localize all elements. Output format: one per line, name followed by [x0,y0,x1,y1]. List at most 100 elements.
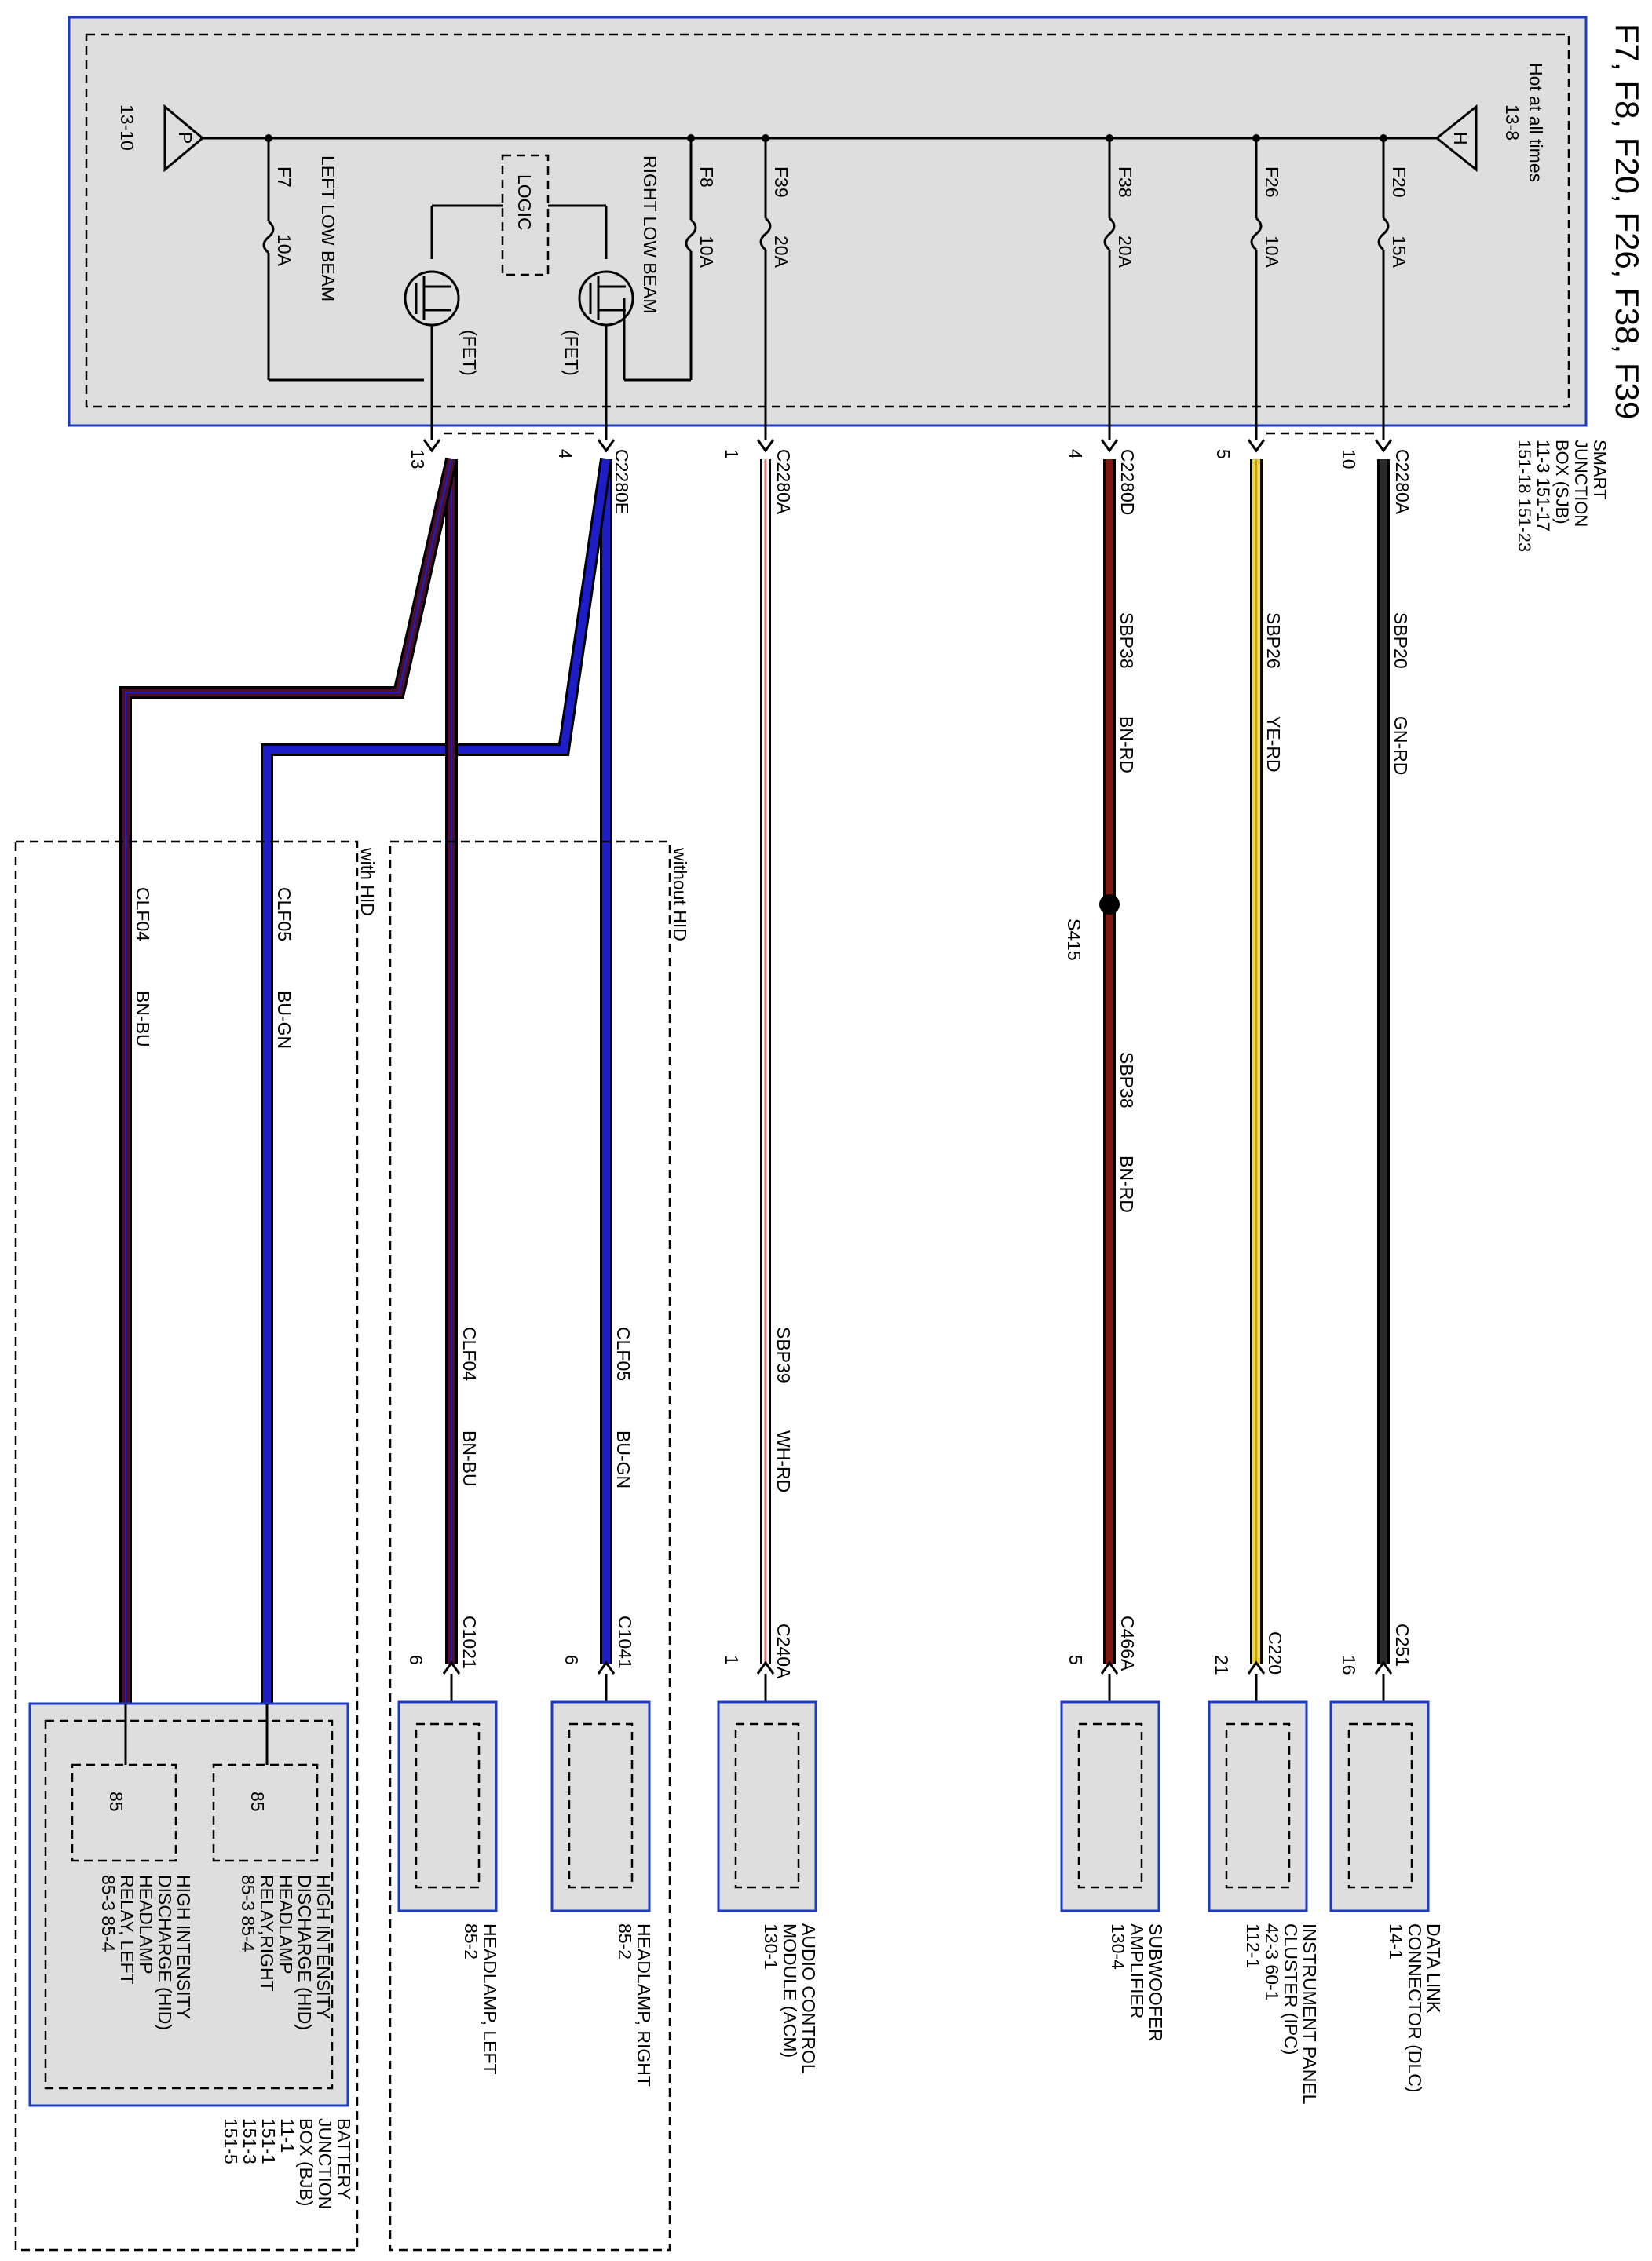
svg-text:BN-RD: BN-RD [1117,716,1137,773]
wire-sbp38: S415 SBP38 BN-RD SBP38 BN-RD [1064,459,1137,1664]
connector-c2280e: C2280E 4 13 [408,449,632,514]
component-bjb: 85 HIGH INTENSITY DISCHARGE (HID) HEADLA… [28,1702,354,2209]
svg-text:with HID: with HID [357,847,378,916]
svg-text:10A: 10A [274,234,294,267]
svg-text:13-10: 13-10 [117,104,137,151]
svg-text:C1041: C1041 [615,1616,635,1669]
svg-text:4: 4 [1065,449,1086,459]
svg-text:C2280A: C2280A [773,449,794,515]
wire-sbp39: SBP39 WH-RD [760,459,794,1664]
wire-sbp20: SBP20 GN-RD [1377,459,1411,1664]
svg-text:HIGH INTENSITY: HIGH INTENSITY [313,1875,334,2019]
svg-text:HEADLAMP: HEADLAMP [276,1875,296,1974]
svg-text:1: 1 [722,449,742,459]
svg-text:BN-BU: BN-BU [133,991,153,1047]
svg-text:C220: C220 [1265,1631,1285,1675]
svg-text:C251: C251 [1392,1624,1413,1667]
svg-text:HEADLAMP: HEADLAMP [136,1875,156,1974]
svg-text:F26: F26 [1262,166,1282,198]
fuse-f26: F26 10A [1250,134,1282,440]
component-acm: AUDIO CONTROL MODULE (ACM) 130-1 [717,1674,819,2074]
connector-c220: C220 21 [1212,1631,1285,1675]
svg-text:F38: F38 [1115,166,1135,198]
logic-module: LOGIC [430,154,608,276]
svg-text:C2280A: C2280A [1392,449,1413,515]
component-headlamp-left: HEADLAMP, LEFT 85-2 [397,1674,500,2075]
svg-text:WH-RD: WH-RD [773,1430,794,1492]
svg-text:CLF04: CLF04 [459,1327,480,1381]
connector-c1021: C1021 6 [406,1616,480,1675]
svg-text:151-1: 151-1 [258,2118,279,2164]
svg-text:SBP20: SBP20 [1391,612,1411,669]
svg-text:6: 6 [561,1655,582,1665]
splice-s415 [1099,894,1120,915]
svg-text:151-5: 151-5 [221,2118,241,2164]
component-ipc: INSTRUMENT PANEL CLUSTER (IPC) 42-3 60-1… [1208,1674,1320,2105]
svg-text:11-1: 11-1 [277,2118,298,2153]
svg-text:CLF05: CLF05 [613,1327,634,1381]
component-subwoofer: SUBWOOFER AMPLIFIER 130-4 [1060,1674,1166,2042]
svg-text:GN-RD: GN-RD [1391,716,1411,775]
svg-text:C240A: C240A [773,1624,794,1679]
svg-text:BN-BU: BN-BU [459,1430,480,1487]
svg-text:20A: 20A [771,236,791,268]
svg-text:C466A: C466A [1117,1616,1138,1671]
connector-c2280a-1: C2280A 1 [722,449,794,515]
connector-c2280d: C2280D 4 [1065,449,1138,515]
svg-text:21: 21 [1212,1655,1232,1675]
svg-text:JUNCTION: JUNCTION [1571,440,1591,527]
svg-text:85-2: 85-2 [461,1923,481,1960]
svg-text:16: 16 [1339,1655,1359,1675]
sjb-output-arrows [422,439,1393,453]
svg-text:6: 6 [406,1655,426,1665]
power-reference-h: H 13-8 Hot at all times [1435,63,1546,182]
fuse-f8: F8 10A RIGHT LOW BEAM [624,134,717,382]
svg-text:15A: 15A [1389,236,1409,268]
svg-text:85: 85 [247,1792,268,1812]
page-title: F7, F8, F20, F26, F38, F39 [1609,24,1646,419]
svg-text:85-3 85-4: 85-3 85-4 [98,1875,119,1952]
svg-text:S415: S415 [1064,919,1084,961]
svg-text:11-3 151-17: 11-3 151-17 [1533,440,1553,531]
svg-text:F7: F7 [274,166,294,188]
ground-reference-p: P 13-10 [117,104,205,173]
svg-text:CLF04: CLF04 [133,887,153,941]
svg-text:112-1: 112-1 [1243,1923,1263,1968]
connector-c2280a-10: C2280A 10 [1339,449,1413,515]
svg-text:RELAY,RIGHT: RELAY,RIGHT [257,1875,277,1992]
svg-text:42-3 60-1: 42-3 60-1 [1262,1923,1282,2000]
fet-right: (FET) [430,270,634,440]
svg-text:C1021: C1021 [459,1616,480,1669]
connector-c251: C251 16 [1339,1624,1413,1675]
svg-text:without HID: without HID [670,847,690,941]
svg-text:INSTRUMENT PANEL: INSTRUMENT PANEL [1299,1923,1320,2105]
svg-text:10A: 10A [1262,236,1282,268]
svg-text:LOGIC: LOGIC [514,174,535,231]
svg-text:CONNECTOR (DLC): CONNECTOR (DLC) [1405,1923,1425,2093]
svg-text:10: 10 [1339,449,1359,469]
svg-text:BOX (SJB): BOX (SJB) [1552,440,1572,524]
svg-text:20A: 20A [1115,236,1135,268]
smart-junction-box: P 13-10 H 13-8 Hot at all times F7 10A L… [68,16,1610,552]
svg-text:5: 5 [1213,449,1234,459]
svg-text:5: 5 [1065,1655,1086,1665]
svg-text:SBP39: SBP39 [773,1327,794,1383]
svg-text:85-2: 85-2 [615,1923,635,1960]
group-without-hid: without HID [389,840,690,2252]
svg-text:AUDIO CONTROL: AUDIO CONTROL [799,1923,819,2074]
wire-sbp26: SBP26 YE-RD [1250,459,1284,1664]
svg-text:DISCHARGE (HID): DISCHARGE (HID) [294,1875,315,2030]
svg-text:P: P [175,132,196,144]
sjb-name: SMART JUNCTION BOX (SJB) 11-3 151-17 151… [1515,440,1610,552]
svg-text:1: 1 [722,1655,742,1665]
connector-c1041: C1041 6 [561,1616,635,1675]
fuse-f7: F7 10A LEFT LOW BEAM [262,134,424,382]
group-with-hid: with HID [14,840,378,2252]
connector-c466a: C466A 5 [1065,1616,1138,1675]
wire-clf04: CLF04 BN-BU CLF04 BN-BU [119,458,480,1704]
svg-text:JUNCTION: JUNCTION [315,2118,335,2209]
svg-text:130-1: 130-1 [761,1923,781,1970]
svg-text:BOX (BJB): BOX (BJB) [296,2118,316,2206]
svg-text:Hot at all times: Hot at all times [1526,63,1546,182]
